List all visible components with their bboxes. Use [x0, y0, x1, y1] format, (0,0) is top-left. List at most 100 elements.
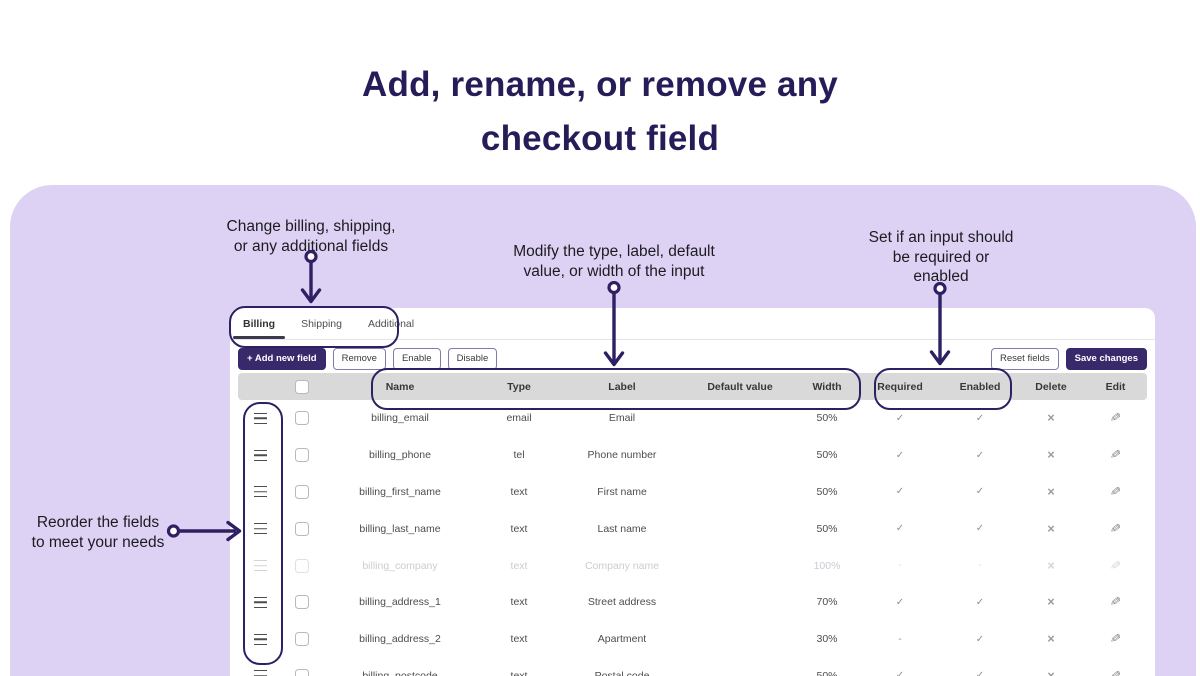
table-body: billing_email email Email 50% ✓ ✓ × ✎ bi…	[238, 400, 1147, 676]
drag-handle-icon[interactable]	[253, 412, 267, 424]
delete-icon[interactable]: ×	[1047, 558, 1055, 573]
drag-handle-icon[interactable]	[253, 670, 267, 676]
delete-icon[interactable]: ×	[1047, 595, 1055, 610]
field-name: billing_email	[371, 412, 429, 425]
table-row: billing_phone tel Phone number 50% ✓ ✓ ×…	[238, 437, 1147, 474]
field-label: Last name	[597, 522, 647, 535]
annotation-modify-columns: Modify the type, label, default value, o…	[494, 242, 734, 281]
annotation-line: Change billing, shipping,	[226, 218, 396, 235]
required-mark: ✓	[895, 449, 905, 461]
delete-cell: ×	[1018, 485, 1084, 499]
delete-icon[interactable]: ×	[1047, 411, 1055, 426]
edit-pencil-icon[interactable]: ✎	[1109, 483, 1123, 500]
table-row: billing_email email Email 50% ✓ ✓ × ✎	[238, 400, 1147, 437]
row-checkbox-cell	[282, 411, 322, 426]
required-mark: ✓	[895, 412, 905, 424]
required-mark: -	[898, 560, 902, 572]
column-header-width: Width	[812, 380, 842, 393]
save-changes-button[interactable]: Save changes	[1065, 348, 1147, 370]
row-checkbox[interactable]	[295, 411, 309, 426]
tab-additional[interactable]: Additional	[367, 317, 415, 330]
edit-cell: ✎	[1084, 520, 1147, 537]
annotation-line: Modify the type, label, default	[513, 243, 715, 260]
arrow-down-to-columns-icon	[603, 281, 625, 367]
row-checkbox[interactable]	[295, 448, 309, 463]
drag-handle-icon[interactable]	[253, 633, 267, 645]
edit-pencil-icon[interactable]: ✎	[1109, 409, 1123, 427]
field-type: email	[506, 412, 532, 425]
delete-icon[interactable]: ×	[1047, 448, 1055, 463]
field-name: billing_phone	[369, 449, 431, 462]
field-label: Email	[608, 412, 636, 425]
field-label: Phone number	[587, 449, 657, 462]
column-header-required: Required	[877, 380, 923, 393]
annotation-line: value, or width of the input	[523, 262, 705, 280]
page-title-line2: checkout field	[480, 119, 720, 158]
drag-handle-icon[interactable]	[253, 486, 267, 498]
row-checkbox-cell	[282, 521, 322, 536]
field-width: 70%	[816, 596, 838, 609]
row-checkbox[interactable]	[295, 632, 309, 647]
delete-icon[interactable]: ×	[1047, 521, 1055, 536]
edit-cell: ✎	[1084, 410, 1147, 426]
page-title-line1: Add, rename, or remove any	[362, 65, 838, 104]
enable-button[interactable]: Enable	[392, 348, 441, 370]
edit-pencil-icon[interactable]: ✎	[1109, 667, 1123, 676]
row-checkbox-cell	[282, 668, 322, 676]
select-all-checkbox-cell	[282, 379, 322, 394]
row-checkbox[interactable]	[295, 595, 309, 610]
enabled-mark: ✓	[975, 596, 985, 608]
annotation-change-tabs: Change billing, shipping, or any additio…	[191, 217, 431, 256]
drag-handle-icon[interactable]	[253, 523, 267, 535]
annotation-line: Set if an input should	[868, 229, 1014, 246]
add-new-field-button[interactable]: + Add new field	[238, 348, 326, 370]
field-label: Street address	[587, 596, 657, 609]
enabled-mark: ✓	[975, 633, 985, 645]
delete-cell: ×	[1018, 522, 1084, 536]
edit-pencil-icon[interactable]: ✎	[1109, 630, 1123, 647]
annotation-line: Reorder the fields	[36, 514, 160, 531]
drag-handle-icon[interactable]	[253, 596, 267, 608]
edit-pencil-icon[interactable]: ✎	[1109, 446, 1123, 463]
tab-billing[interactable]: Billing	[230, 308, 288, 339]
field-width: 30%	[816, 633, 838, 646]
edit-pencil-icon[interactable]: ✎	[1109, 556, 1123, 574]
row-checkbox[interactable]	[295, 484, 309, 499]
required-mark: ✓	[895, 486, 905, 498]
delete-icon[interactable]: ×	[1047, 668, 1055, 676]
delete-icon[interactable]: ×	[1047, 632, 1055, 647]
row-checkbox-cell	[282, 484, 322, 499]
drag-cell	[238, 486, 282, 498]
delete-cell: ×	[1018, 448, 1084, 462]
edit-pencil-icon[interactable]: ✎	[1109, 520, 1123, 537]
delete-cell: ×	[1018, 559, 1084, 573]
field-label: Company name	[584, 559, 660, 572]
field-label: Postal code	[594, 669, 650, 676]
disable-button[interactable]: Disable	[447, 348, 498, 370]
field-width: 50%	[816, 522, 838, 535]
select-all-checkbox[interactable]	[295, 379, 309, 394]
drag-handle-icon[interactable]	[253, 449, 267, 461]
field-type: tel	[513, 449, 525, 462]
remove-button[interactable]: Remove	[332, 348, 386, 370]
tab-shipping[interactable]: Shipping	[301, 317, 342, 330]
row-checkbox[interactable]	[295, 558, 309, 573]
arrow-right-to-drag-icon	[166, 520, 242, 542]
row-checkbox[interactable]	[295, 668, 309, 676]
edit-cell: ✎	[1084, 667, 1147, 676]
annotation-line: be required or	[892, 248, 990, 266]
arrow-down-to-flags-icon	[929, 282, 951, 366]
arrow-down-to-tabs-icon	[300, 250, 322, 304]
reset-fields-button[interactable]: Reset fields	[990, 348, 1059, 370]
drag-handle-icon[interactable]	[253, 560, 267, 572]
field-width: 50%	[816, 412, 838, 425]
row-checkbox[interactable]	[295, 521, 309, 536]
edit-pencil-icon[interactable]: ✎	[1109, 593, 1123, 611]
field-width: 100%	[813, 559, 841, 572]
table-row: billing_address_2 text Apartment 30% - ✓…	[238, 621, 1147, 658]
delete-icon[interactable]: ×	[1047, 484, 1055, 499]
drag-cell	[238, 560, 282, 572]
field-name: billing_last_name	[359, 522, 441, 535]
page-title: Add, rename, or remove any checkout fiel…	[0, 58, 1200, 166]
table-row: billing_postcode text Postal code 50% ✓ …	[238, 658, 1147, 676]
